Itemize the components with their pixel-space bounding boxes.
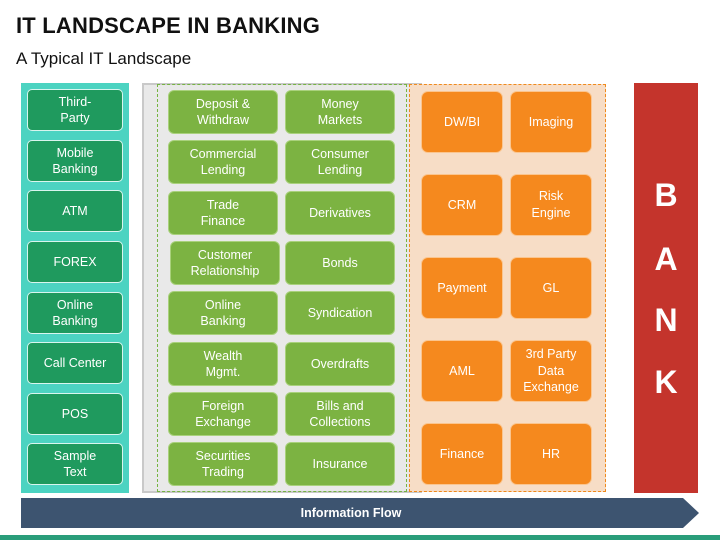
page-title: IT LANDSCAPE IN BANKING (16, 13, 321, 38)
product-box: Money Markets (285, 90, 395, 134)
information-flow-arrow (21, 498, 699, 528)
system-box: Risk Engine (510, 174, 592, 236)
flow-arrow-shape (21, 498, 699, 528)
system-box: Payment (421, 257, 503, 319)
product-box: Consumer Lending (285, 140, 395, 184)
information-flow-label: Information Flow (300, 506, 402, 520)
system-box: 3rd Party Data Exchange (510, 340, 592, 402)
product-box: Foreign Exchange (168, 392, 278, 436)
product-box: Insurance (285, 442, 395, 486)
bank-letter: K (654, 364, 678, 400)
system-box: HR (510, 423, 592, 485)
channel-box: Third- Party (27, 89, 123, 131)
bank-column: B A N K (634, 83, 698, 493)
channel-box: Online Banking (27, 292, 123, 334)
product-box: Commercial Lending (168, 140, 278, 184)
system-box: AML (421, 340, 503, 402)
product-box: Syndication (285, 291, 395, 335)
product-box: Online Banking (168, 291, 278, 335)
channel-box: FOREX (27, 241, 123, 283)
product-box: Customer Relationship (170, 241, 280, 285)
product-box: Securities Trading (168, 442, 278, 486)
products-dashed-frame: Deposit & Withdraw Money Markets Commerc… (157, 84, 407, 492)
product-box: Bills and Collections (285, 392, 395, 436)
product-box: Overdrafts (285, 342, 395, 386)
system-box: Finance (421, 423, 503, 485)
product-box: Wealth Mgmt. (168, 342, 278, 386)
channel-box: Mobile Banking (27, 140, 123, 182)
channel-box: Call Center (27, 342, 123, 384)
bottom-accent-bar (0, 535, 720, 540)
bank-letter: A (654, 241, 678, 277)
page-subtitle: A Typical IT Landscape (16, 49, 192, 68)
bank-letter: N (654, 302, 678, 338)
system-box: Imaging (510, 91, 592, 153)
system-box: CRM (421, 174, 503, 236)
systems-column: DW/BI Imaging CRM Risk Engine Payment GL… (409, 84, 606, 492)
channels-column: Third- Party Mobile Banking ATM FOREX On… (21, 83, 129, 493)
system-box: DW/BI (421, 91, 503, 153)
product-box: Derivatives (285, 191, 395, 235)
product-box: Trade Finance (168, 191, 278, 235)
bank-letter: B (654, 177, 678, 213)
product-box: Deposit & Withdraw (168, 90, 278, 134)
channel-box: Sample Text (27, 443, 123, 485)
channel-box: POS (27, 393, 123, 435)
system-box: GL (510, 257, 592, 319)
channel-box: ATM (27, 190, 123, 232)
product-box: Bonds (285, 241, 395, 285)
